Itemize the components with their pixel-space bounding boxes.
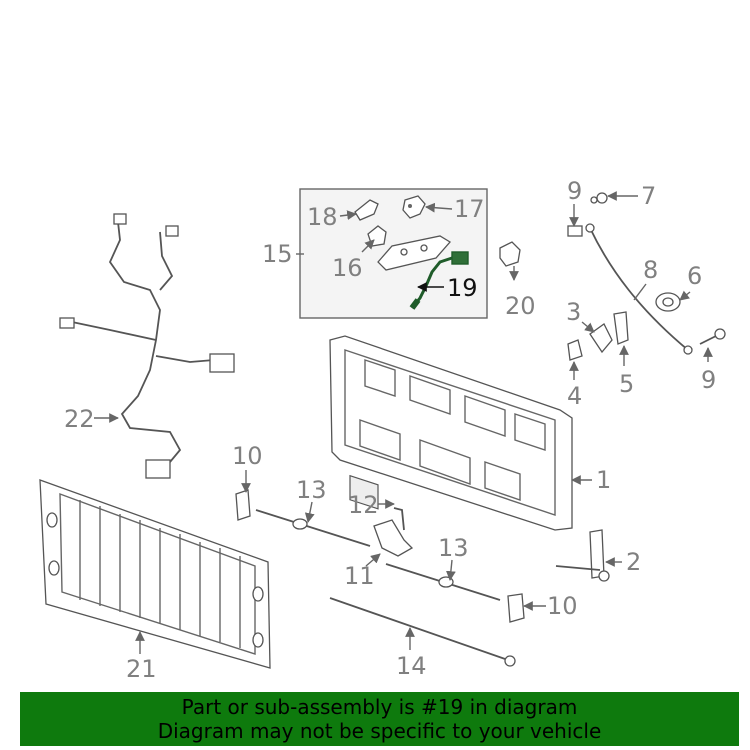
part-9-bolt-top — [567, 225, 583, 237]
callout-11[interactable]: 11 — [344, 562, 375, 590]
part-3-shape — [589, 323, 613, 354]
callout-labels: 18 17 15 16 19 20 9 7 8 6 3 4 5 9 1 2 22… — [64, 177, 716, 683]
part-17-shape — [354, 199, 379, 221]
callout-17[interactable]: 18 — [307, 203, 338, 231]
callout-9-bottom[interactable]: 9 — [701, 366, 716, 394]
part-19-harness — [409, 251, 469, 310]
callout-6[interactable]: 6 — [687, 262, 702, 290]
part-14-rod — [329, 597, 516, 667]
callout-20[interactable]: 20 — [505, 292, 536, 320]
part-10-latch-right — [507, 593, 525, 623]
callout-4[interactable]: 4 — [567, 382, 582, 410]
part-6-bushing — [655, 292, 681, 312]
banner-line-2: Diagram may not be specific to your vehi… — [157, 719, 602, 743]
part-10-latch-left — [235, 489, 251, 521]
callout-1[interactable]: 1 — [596, 466, 611, 494]
part-2-hinge — [555, 529, 610, 582]
part-21-outer-panel — [39, 479, 271, 669]
part-22-wiring-harness — [59, 213, 235, 479]
part-1-inner-panel — [329, 335, 573, 531]
callout-21[interactable]: 21 — [126, 655, 157, 683]
callout-5[interactable]: 5 — [619, 370, 634, 398]
part-13-rod-left — [255, 509, 371, 547]
callout-18[interactable]: 17 — [454, 195, 485, 223]
leader-lines — [94, 191, 713, 654]
callout-14[interactable]: 14 — [396, 652, 427, 680]
callout-3[interactable]: 3 — [566, 298, 581, 326]
callout-22[interactable]: 22 — [64, 405, 95, 433]
part-5-shape — [613, 311, 629, 345]
callout-2[interactable]: 2 — [626, 548, 641, 576]
callout-12[interactable]: 12 — [348, 491, 379, 519]
part-20-shape — [499, 241, 521, 281]
callout-13-left[interactable]: 13 — [296, 476, 327, 504]
callout-9-top[interactable]: 9 — [567, 177, 582, 205]
banner-line-1: Part or sub-assembly is #19 in diagram — [181, 695, 578, 719]
part-13-rod-right — [385, 563, 501, 601]
part-4-shape — [567, 339, 583, 361]
part-8-cable — [585, 223, 693, 355]
callout-15[interactable]: 15 — [262, 240, 293, 268]
part-7-bolt — [590, 192, 608, 204]
part-12-rod — [393, 507, 405, 531]
callout-13-right[interactable]: 13 — [438, 534, 469, 562]
tailgate-handle-shape — [377, 235, 452, 271]
callout-10-left[interactable]: 10 — [232, 442, 263, 470]
part-9-bolt-bottom — [699, 328, 726, 345]
disclaimer-banner: Part or sub-assembly is #19 in diagram D… — [20, 692, 739, 746]
part-18-shape — [402, 195, 426, 219]
callout-10-right[interactable]: 10 — [547, 592, 578, 620]
callout-19[interactable]: 19 — [447, 274, 478, 302]
callout-16[interactable]: 16 — [332, 254, 363, 282]
callout-8[interactable]: 8 — [643, 256, 658, 284]
part-11-bracket — [373, 519, 414, 557]
callout-7[interactable]: 7 — [641, 182, 656, 210]
